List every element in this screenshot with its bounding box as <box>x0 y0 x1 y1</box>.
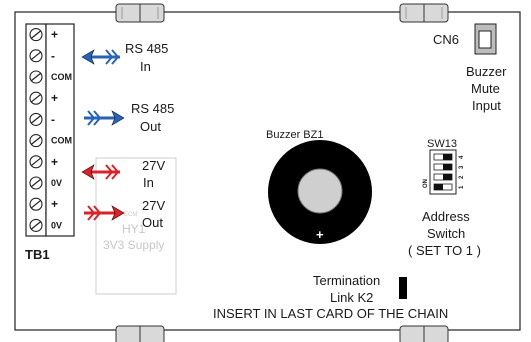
terminal-pin-label: COM <box>51 136 72 146</box>
dip-position-number: 3 <box>459 165 465 169</box>
terminal-pin-label: + <box>51 28 58 42</box>
terminal-pin-label: 0V <box>51 220 62 230</box>
dip-lever <box>443 174 452 180</box>
buzzer-label: Buzzer BZ1 <box>266 129 323 141</box>
buzzer-polarity: + <box>316 227 324 242</box>
address-switch-line3: ( SET TO 1 ) <box>408 243 481 258</box>
dip-lever <box>443 164 452 170</box>
cn6-line2: Mute <box>471 81 500 96</box>
v27-in-line2: In <box>143 175 154 190</box>
terminal-pin-label: - <box>51 49 55 63</box>
terminal-pin-label: + <box>51 155 58 169</box>
sw13-dip-switch <box>429 149 457 195</box>
rs485-in-line2: In <box>140 59 151 74</box>
terminal-block: + - COM + - COM +0V +0V <box>25 23 75 237</box>
v27-out-arrow <box>84 205 125 221</box>
board-outline <box>14 11 521 331</box>
edge-connector-bottom-left <box>115 325 165 342</box>
dip-lever <box>443 154 452 160</box>
v27-out-line1: 27V <box>142 198 165 213</box>
terminal-screw-slot <box>30 72 42 82</box>
termination-link-k2 <box>399 277 407 299</box>
terminal-screw-slot <box>30 220 42 230</box>
edge-connector-top-left <box>115 3 165 23</box>
address-switch-line2: Switch <box>427 226 465 241</box>
rs485-in-line1: RS 485 <box>125 41 168 56</box>
terminal-screw-slot <box>30 157 42 167</box>
terminal-screw-slot <box>30 178 42 188</box>
rs485-out-line2: Out <box>140 119 161 134</box>
rs485-in-arrow <box>81 49 120 65</box>
terminal-screw-slot <box>30 136 42 146</box>
terminal-screw-slot <box>30 114 42 124</box>
terminal-screw-slot <box>30 30 42 40</box>
supply-module-line1: ECM <box>124 212 137 218</box>
dip-lever <box>434 184 443 190</box>
v27-in-arrow <box>81 164 120 180</box>
terminal-screw-slot <box>30 51 42 61</box>
rs485-out-arrow <box>84 110 125 126</box>
supply-module-line3: 3V3 Supply <box>103 238 164 252</box>
cn6-line1: Buzzer <box>466 64 507 79</box>
dip-position-number: 4 <box>459 155 465 159</box>
terminal-block-label: TB1 <box>25 247 50 262</box>
buzzer-bz1 <box>268 140 372 244</box>
terminal-pin-label: COM <box>51 72 72 82</box>
sw13-on-label: ON <box>423 179 429 188</box>
cn6-label: CN6 <box>433 32 459 47</box>
dip-position-number: 1 <box>459 185 465 189</box>
rs485-out-line1: RS 485 <box>131 101 174 116</box>
supply-module-outline <box>95 157 177 295</box>
terminal-pin-label: + <box>51 91 58 105</box>
dip-position-number: 2 <box>459 175 465 179</box>
termination-line1: Termination <box>313 273 380 288</box>
terminal-pin-label: 0V <box>51 178 62 188</box>
terminal-screw-slot <box>30 199 42 209</box>
supply-module-line2: HY1 <box>122 222 146 236</box>
address-switch-line1: Address <box>422 209 470 224</box>
edge-connector-bottom-right <box>399 325 449 342</box>
sw13-label: SW13 <box>427 138 457 150</box>
cn6-line3: Input <box>472 98 501 113</box>
termination-line2: Link K2 <box>330 290 373 305</box>
terminal-pin-label: - <box>51 112 55 126</box>
edge-connector-top-right <box>399 3 449 23</box>
v27-out-line2: Out <box>142 215 163 230</box>
v27-in-line1: 27V <box>142 158 165 173</box>
cn6-connector <box>474 23 497 55</box>
terminal-pin-label: + <box>51 197 58 211</box>
terminal-screw-slot <box>30 93 42 103</box>
termination-line3: INSERT IN LAST CARD OF THE CHAIN <box>213 306 448 321</box>
